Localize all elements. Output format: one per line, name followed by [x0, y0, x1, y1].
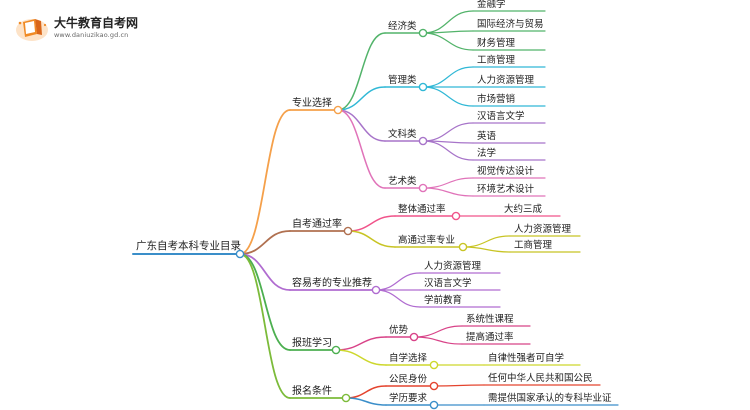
- label-layer: 广东自考本科专业目录专业选择经济类金融学国际经济与贸易财务管理管理类工商管理人力…: [136, 0, 612, 404]
- leaf-label: 英语: [477, 130, 497, 142]
- leaf-label: 任何中华人民共和国公民: [488, 372, 593, 384]
- leaf-connector: [422, 32, 474, 51]
- sub-node-label: 自学选择: [389, 352, 428, 364]
- sub-node-label: 学历要求: [389, 392, 428, 404]
- leaf-label: 金融学: [477, 0, 506, 10]
- sub-node-label: 公民身份: [389, 373, 428, 385]
- leaf-connector: [422, 177, 474, 189]
- sub-node-label: 管理类: [388, 74, 417, 86]
- leaf-connector: [422, 140, 474, 161]
- leaf-label: 国际经济与贸易: [477, 18, 544, 30]
- leaf-connector: [422, 10, 474, 34]
- branch-label: 容易考的专业推荐: [292, 276, 372, 289]
- leaf-label: 工商管理: [477, 54, 516, 66]
- sub-node-label: 经济类: [388, 20, 417, 32]
- branch-label: 自考通过率: [292, 217, 342, 230]
- branch-connector: [239, 253, 291, 291]
- branch-connector: [239, 109, 291, 255]
- branch-connector: [239, 253, 291, 351]
- leaf-label: 学前教育: [424, 294, 462, 306]
- leaf-connector: [422, 187, 474, 197]
- sub-node-dot: [429, 400, 439, 410]
- root-node-dot: [235, 249, 245, 259]
- leaf-label: 视觉传达设计: [477, 165, 535, 177]
- branch-connector: [239, 253, 291, 399]
- branch-label: 报班学习: [292, 336, 332, 349]
- branch-label: 报名条件: [292, 384, 332, 397]
- logo-title: 大牛教育自考网: [54, 16, 139, 30]
- leaf-connector: [422, 66, 474, 88]
- leaf-label: 人力资源管理: [424, 260, 482, 272]
- sub-node-dot: [418, 136, 428, 146]
- branch-label: 专业选择: [292, 96, 332, 109]
- leaf-connector: [433, 384, 485, 387]
- sub-node-label: 优势: [389, 324, 409, 336]
- sub-node-dot: [429, 381, 439, 391]
- leaf-label: 人力资源管理: [477, 74, 535, 86]
- leaf-label: 法学: [477, 147, 496, 159]
- sub-connector: [337, 109, 386, 142]
- sub-node-label: 文科类: [388, 128, 417, 140]
- leaf-connector: [413, 336, 463, 345]
- leaf-label: 提高通过率: [466, 331, 514, 343]
- leaf-connector: [375, 272, 421, 291]
- sub-node-dot: [418, 82, 428, 92]
- sub-connector: [345, 397, 387, 406]
- sub-connector: [337, 32, 386, 111]
- leaf-label: 自律性强者可自学: [488, 352, 564, 364]
- branch-dot: [343, 226, 353, 236]
- root-node-label: 广东自考本科专业目录: [136, 239, 241, 252]
- connector-layer: [132, 10, 619, 406]
- logo-url: www.daniuzikao.gd.cn: [54, 31, 129, 39]
- sub-connector: [335, 336, 387, 351]
- leaf-label: 财务管理: [477, 37, 516, 49]
- branch-dot: [331, 345, 341, 355]
- sub-node-dot: [409, 332, 419, 342]
- sub-connector: [345, 385, 387, 399]
- sub-connector: [335, 349, 387, 366]
- leaf-connector: [422, 86, 474, 107]
- leaf-label: 工商管理: [514, 239, 553, 251]
- leaf-label: 大约三成: [504, 203, 543, 215]
- leaf-label: 环境艺术设计: [477, 183, 535, 195]
- sub-node-dot: [418, 183, 428, 193]
- leaf-label: 系统性课程: [466, 313, 514, 325]
- leaf-label: 需提供国家承认的专科毕业证: [488, 392, 612, 404]
- leaf-connector: [462, 235, 511, 248]
- branch-dot: [341, 393, 351, 403]
- sub-connector: [337, 109, 386, 189]
- sub-node-label: 艺术类: [388, 175, 417, 187]
- sub-node-dot: [429, 360, 439, 370]
- leaf-connector: [375, 289, 421, 308]
- leaf-label: 人力资源管理: [514, 223, 572, 235]
- branch-dot: [333, 105, 343, 115]
- sub-node-label: 整体通过率: [398, 203, 446, 215]
- site-logo: 大牛教育自考网 www.daniuzikao.gd.cn: [14, 10, 138, 46]
- sub-node-dot: [458, 242, 468, 252]
- leaf-label: 汉语言文学: [477, 110, 525, 122]
- leaf-label: 汉语言文学: [424, 277, 472, 289]
- branch-connector: [239, 230, 291, 255]
- sub-connector: [347, 230, 396, 248]
- leaf-label: 市场营销: [477, 93, 516, 105]
- sub-node-dot: [418, 28, 428, 38]
- leaf-connector: [413, 325, 463, 338]
- sub-connector: [347, 215, 396, 232]
- logo-text: 大牛教育自考网 www.daniuzikao.gd.cn: [54, 16, 138, 40]
- graduation-book-icon: [16, 19, 48, 41]
- leaf-connector: [422, 122, 474, 142]
- leaf-connector: [462, 246, 511, 253]
- sub-node-label: 高通过率专业: [398, 234, 455, 246]
- sub-connector: [337, 86, 386, 111]
- sub-node-dot: [451, 211, 461, 221]
- branch-dot: [371, 285, 381, 295]
- node-dot-layer: [235, 28, 468, 410]
